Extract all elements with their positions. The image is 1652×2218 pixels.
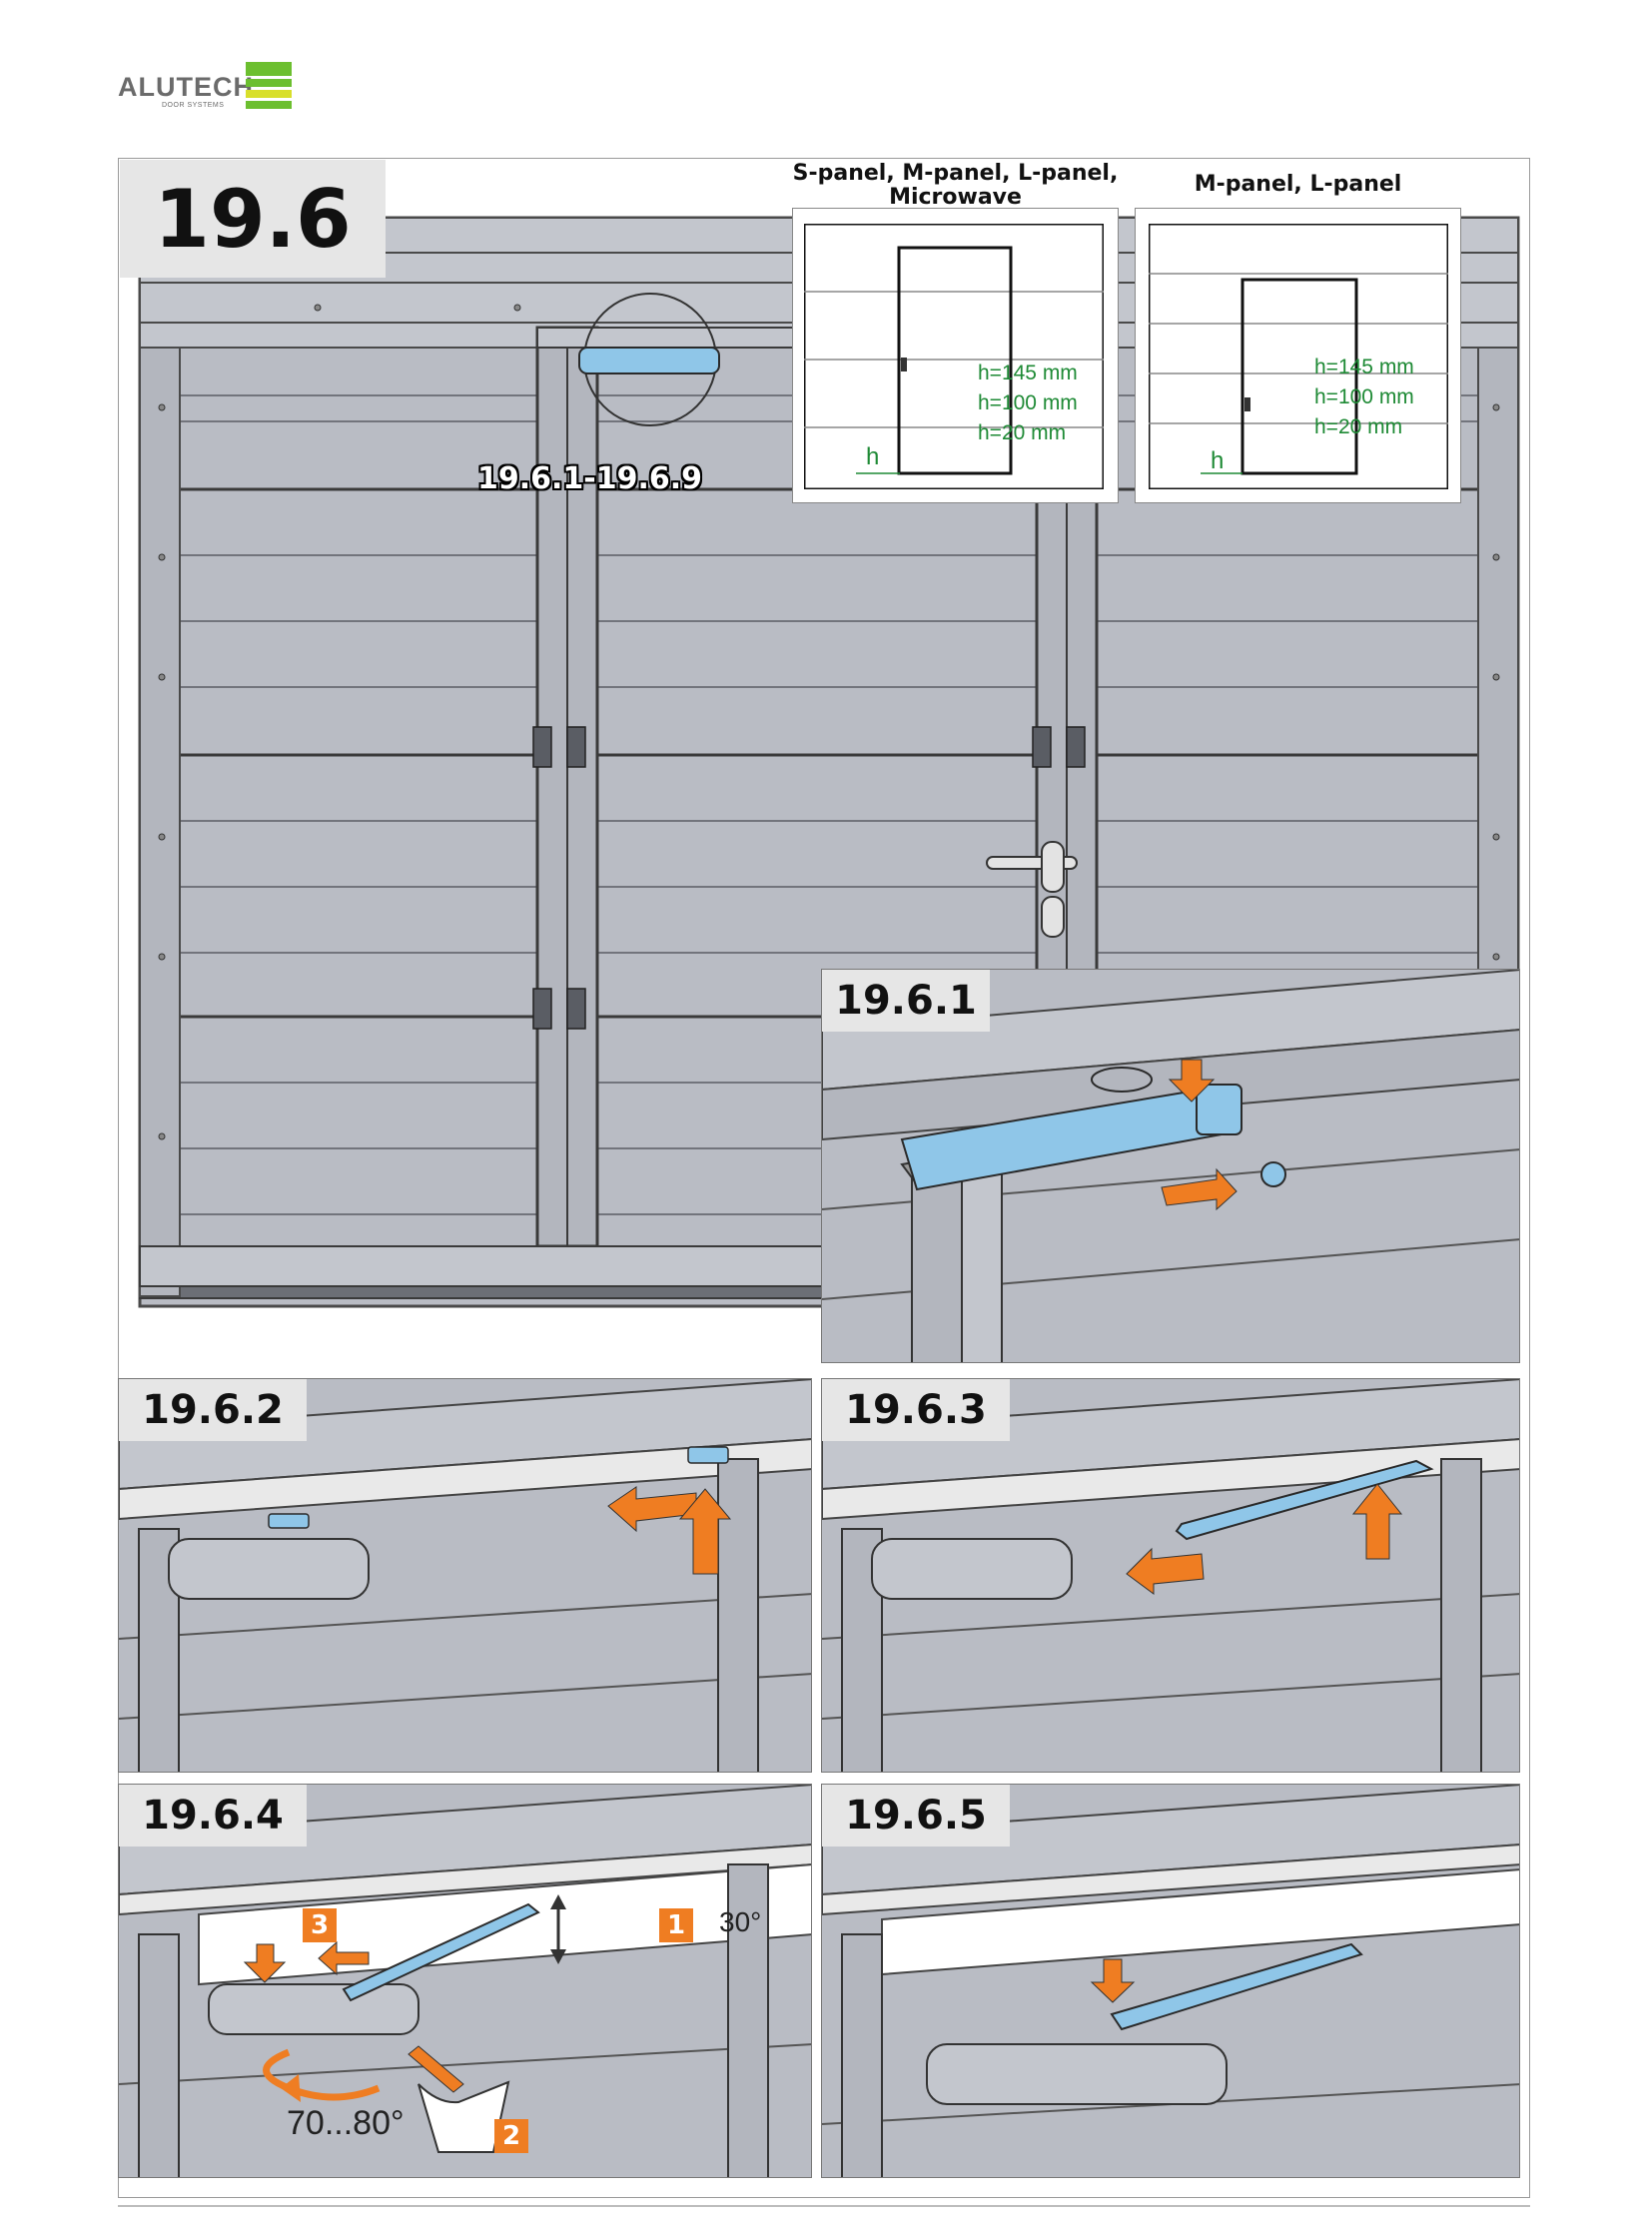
substep-19-6-3: 19.6.3	[821, 1378, 1520, 1773]
inset-title-line2: Microwave	[889, 185, 1022, 210]
badge-step-3: 3	[303, 1908, 337, 1942]
alutech-logo: ALUTECH DOOR SYSTEMS	[118, 62, 298, 116]
inset-title: S-panel, M-panel, L-panel, Microwave	[792, 162, 1119, 210]
brand-subtitle: DOOR SYSTEMS	[162, 102, 225, 109]
inset-title: M-panel, L-panel	[1194, 172, 1402, 197]
h-value: h=100 mm	[1314, 385, 1414, 408]
logo-stripes-icon	[246, 62, 292, 109]
torque-label: 70...80°	[287, 2104, 405, 2142]
substep-label: 19.6.1	[822, 970, 990, 1032]
substep-19-6-2: 19.6.2	[118, 1378, 812, 1773]
inset-door-diagram	[804, 224, 1104, 489]
instruction-frame	[118, 158, 1530, 2198]
substep-19-6-1: 19.6.1	[821, 969, 1520, 1363]
step-number: 19.6	[120, 160, 386, 278]
closer-mounting-illustration	[822, 970, 1519, 1362]
angle-label: 30°	[719, 1906, 762, 1937]
footer-divider	[118, 2205, 1530, 2207]
inset-door-diagram	[1149, 224, 1448, 489]
h-label: h	[866, 443, 880, 470]
inset-panel-1: S-panel, M-panel, L-panel, Microwave h=1…	[792, 158, 1119, 503]
substep-label: 19.6.4	[119, 1785, 307, 1847]
inset-title-line1: S-panel, M-panel, L-panel,	[792, 161, 1119, 186]
inset-panel-2: M-panel, L-panel h=145 mm h=100 mm h=20 …	[1135, 158, 1461, 503]
substep-19-6-5: 19.6.5	[821, 1784, 1520, 2178]
badge-step-2: 2	[494, 2119, 528, 2153]
h-label: h	[1211, 447, 1225, 474]
arm-adjustment-illustration	[119, 1785, 811, 2177]
callout-label: 19.6.1-19.6.9	[477, 461, 703, 496]
substep-label: 19.6.3	[822, 1379, 1010, 1441]
arm-fixing-illustration	[822, 1785, 1519, 2177]
h-value: h=20 mm	[978, 421, 1067, 444]
arm-rotation-illustration	[822, 1379, 1519, 1772]
h-value: h=145 mm	[1314, 356, 1414, 378]
substep-label: 19.6.5	[822, 1785, 1010, 1847]
h-value: h=100 mm	[978, 391, 1078, 414]
h-value: h=145 mm	[978, 362, 1078, 384]
badge-step-1: 1	[659, 1908, 693, 1942]
brand-name: ALUTECH	[118, 72, 254, 102]
h-value: h=20 mm	[1314, 415, 1403, 438]
substep-label: 19.6.2	[119, 1379, 307, 1441]
substep-19-6-4: 19.6.4 3 1 2 30° 70...80°	[118, 1784, 812, 2178]
arm-installation-illustration	[119, 1379, 811, 1772]
